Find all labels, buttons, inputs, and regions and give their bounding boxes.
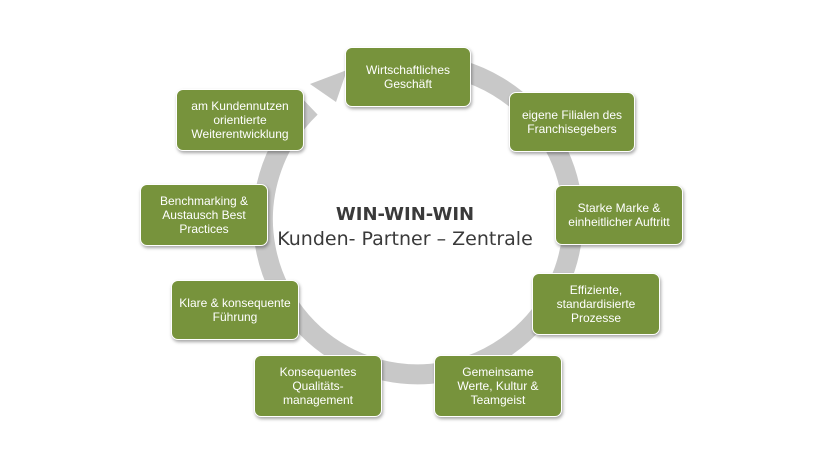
node-label: eigene Filialen des Franchisegebers [521, 108, 623, 136]
node-label: Gemeinsame Werte, Kultur & Teamgeist [457, 365, 539, 407]
node-label: am Kundennutzen orientierte Weiterentwic… [191, 99, 289, 141]
node-qualitaetsmanagement: Konsequentes Qualitäts- management [254, 355, 382, 417]
node-wirtschaftliches-geschaeft: Wirtschaftliches Geschäft [345, 47, 471, 107]
node-starke-marke: Starke Marke & einheitlicher Auftritt [555, 185, 683, 245]
node-kundennutzen: am Kundennutzen orientierte Weiterentwic… [176, 89, 304, 151]
center-title: WIN-WIN-WIN [335, 204, 475, 225]
node-benchmarking: Benchmarking & Austausch Best Practices [140, 184, 268, 246]
node-gemeinsame-werte: Gemeinsame Werte, Kultur & Teamgeist [434, 355, 562, 417]
node-klare-fuehrung: Klare & konsequente Führung [171, 280, 299, 340]
node-label: Klare & konsequente Führung [179, 296, 291, 324]
node-label: Benchmarking & Austausch Best Practices [159, 194, 249, 236]
node-label: Effiziente, standardisierte Prozesse [556, 283, 636, 325]
node-eigene-filialen: eigene Filialen des Franchisegebers [509, 92, 635, 152]
cycle-arrowhead [310, 70, 347, 102]
node-label: Starke Marke & einheitlicher Auftritt [568, 201, 670, 229]
node-effiziente-prozesse: Effiziente, standardisierte Prozesse [532, 273, 660, 335]
node-label: Wirtschaftliches Geschäft [365, 63, 451, 91]
center-subtitle: Kunden- Partner – Zentrale [277, 228, 533, 250]
node-label: Konsequentes Qualitäts- management [279, 365, 357, 407]
